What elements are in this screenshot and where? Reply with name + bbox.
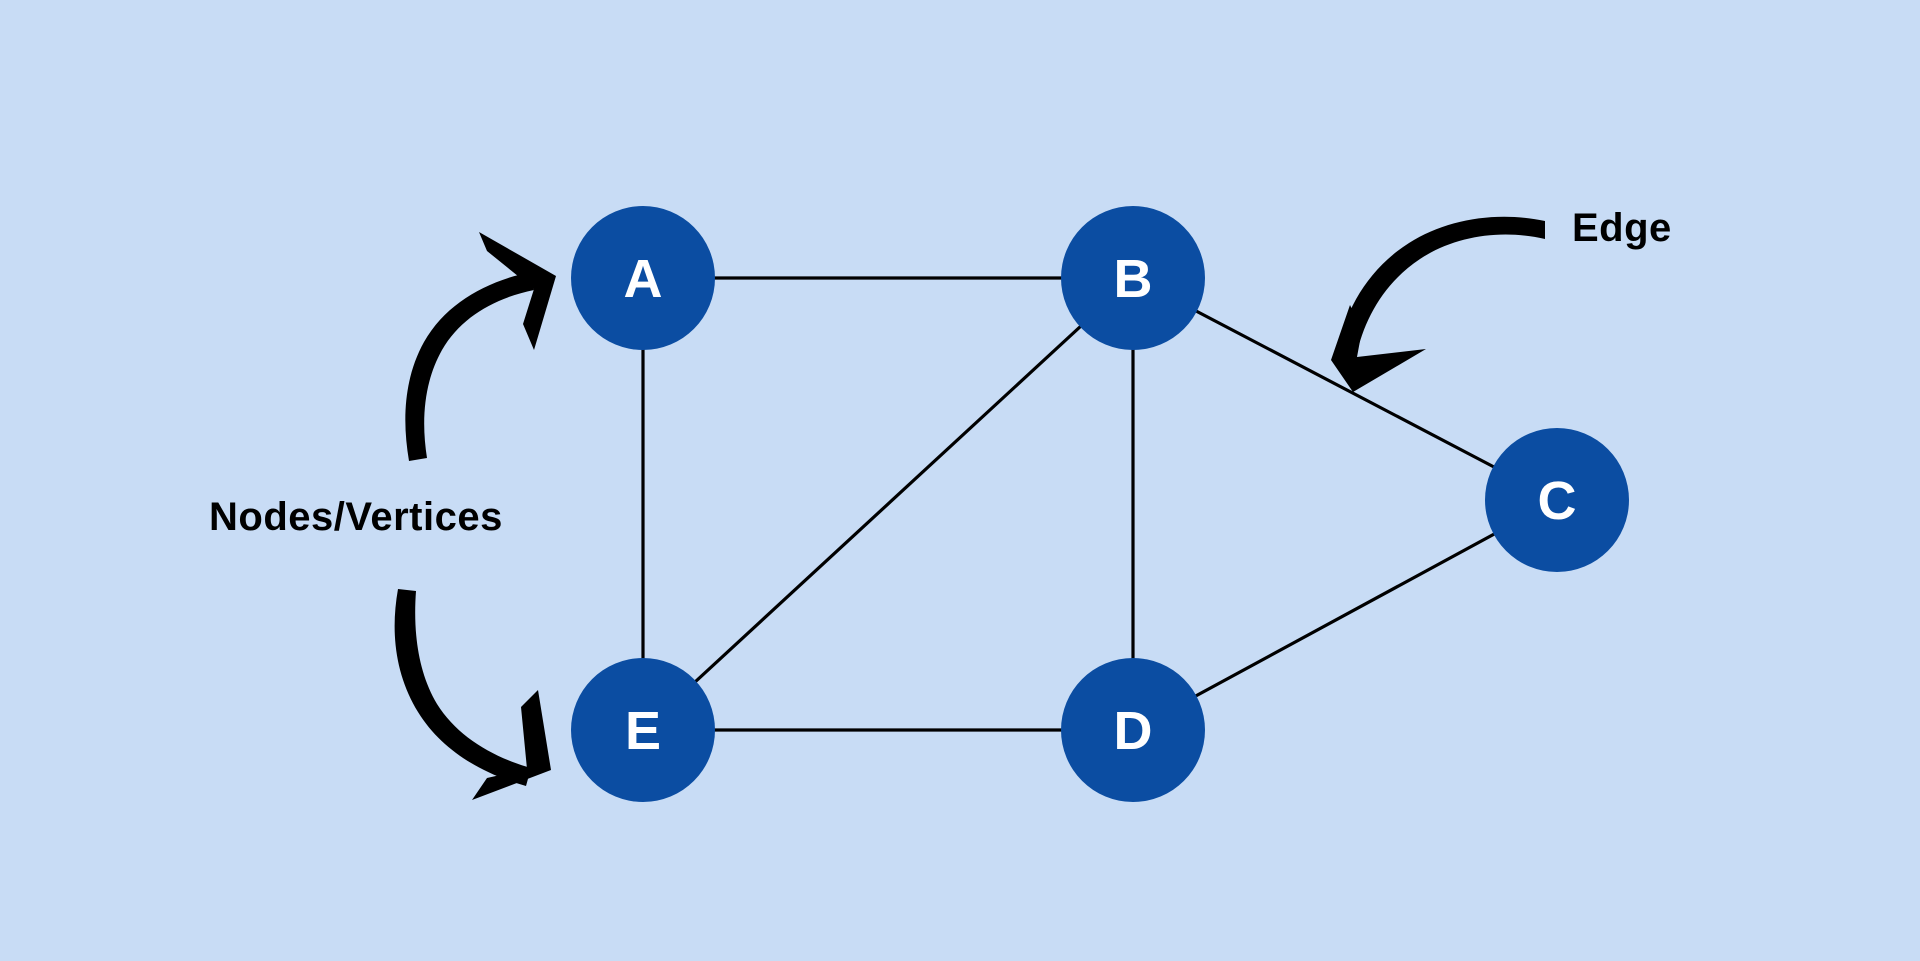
edge-b-e: [641, 276, 1135, 732]
arrow-to-node-a-icon: [405, 232, 556, 461]
arrow-to-edge-head: [1331, 305, 1426, 392]
arrow-to-edge-shaft: [1337, 216, 1545, 357]
node-a[interactable]: A: [571, 206, 715, 350]
arrow-to-node-e-icon: [394, 589, 551, 800]
node-e-label: E: [625, 701, 661, 761]
node-layer: A B C D E: [571, 206, 1629, 802]
node-d[interactable]: D: [1061, 658, 1205, 802]
node-b-label: B: [1114, 249, 1153, 309]
node-d-label: D: [1114, 701, 1153, 761]
arrow-to-node-e-head: [472, 690, 551, 800]
arrow-to-node-a-head: [479, 232, 556, 350]
node-e[interactable]: E: [571, 658, 715, 802]
nodes-vertices-label: Nodes/Vertices: [209, 495, 503, 539]
node-c[interactable]: C: [1485, 428, 1629, 572]
edge-label: Edge: [1572, 206, 1672, 250]
edge-c-d: [1132, 498, 1558, 732]
node-a-label: A: [624, 249, 663, 309]
node-c-label: C: [1538, 471, 1577, 531]
annotation-arrow-layer: [394, 216, 1545, 800]
node-b-circle[interactable]: [1061, 206, 1205, 350]
node-d-circle[interactable]: [1061, 658, 1205, 802]
edge-layer: [641, 276, 1558, 732]
arrow-to-node-e-shaft: [394, 589, 531, 786]
node-b[interactable]: B: [1061, 206, 1205, 350]
arrow-to-edge-icon: [1331, 216, 1545, 392]
node-c-circle[interactable]: [1485, 428, 1629, 572]
edge-b-c: [1132, 276, 1558, 502]
node-a-circle[interactable]: [571, 206, 715, 350]
arrow-to-node-a-shaft: [405, 272, 534, 461]
node-e-circle[interactable]: [571, 658, 715, 802]
